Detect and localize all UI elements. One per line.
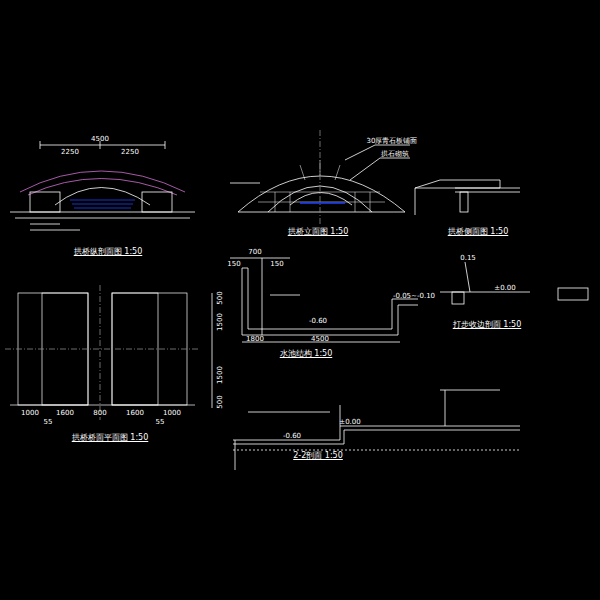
view-title: 水池结构 1:50 bbox=[280, 350, 333, 358]
dimension-label: 1500 bbox=[217, 313, 224, 331]
dimension-label: 4500 bbox=[91, 136, 109, 143]
dimension-label: 0.15 bbox=[460, 255, 476, 262]
dimension-label: ±0.00 bbox=[339, 419, 360, 426]
dimension-label: 2250 bbox=[61, 149, 79, 156]
dimension-label: 1000 bbox=[21, 410, 39, 417]
dimension-label: 4500 bbox=[311, 336, 329, 343]
dimension-label: 1000 bbox=[163, 410, 181, 417]
view-title: 2-2剖面 1:50 bbox=[293, 452, 343, 460]
dimension-label: 500 bbox=[217, 395, 224, 408]
dimension-label: 55 bbox=[44, 419, 53, 426]
view-title: 拱桥桥面平面图 1:50 bbox=[72, 434, 149, 442]
view-title: 拱桥立面图 1:50 bbox=[288, 228, 349, 236]
dimension-label: -0.60 bbox=[283, 433, 301, 440]
dimension-label: 2250 bbox=[121, 149, 139, 156]
dimension-label: 1800 bbox=[246, 336, 264, 343]
dimension-label: 拱石砌筑 bbox=[381, 151, 409, 158]
dimension-label: 1600 bbox=[126, 410, 144, 417]
dimension-label: 500 bbox=[217, 291, 224, 304]
dimension-label: 1600 bbox=[56, 410, 74, 417]
dimension-label: ±0.00 bbox=[494, 285, 515, 292]
view-title: 拱桥纵剖面图 1:50 bbox=[74, 248, 143, 256]
dimension-label: -0.60 bbox=[309, 318, 327, 325]
dimension-label: 150 bbox=[270, 261, 283, 268]
dimension-label: 30厚青石板铺面 bbox=[367, 138, 418, 145]
dimension-label: 700 bbox=[248, 249, 261, 256]
view-title: 打步收边剖面 1:50 bbox=[453, 321, 522, 329]
dimension-label: -0.05~-0.10 bbox=[393, 293, 435, 300]
view-title: 拱桥侧面图 1:50 bbox=[448, 228, 509, 236]
dimension-label: 800 bbox=[93, 410, 106, 417]
dimension-label: 1500 bbox=[217, 366, 224, 384]
dimension-label: 55 bbox=[156, 419, 165, 426]
dimension-label: 150 bbox=[227, 261, 240, 268]
